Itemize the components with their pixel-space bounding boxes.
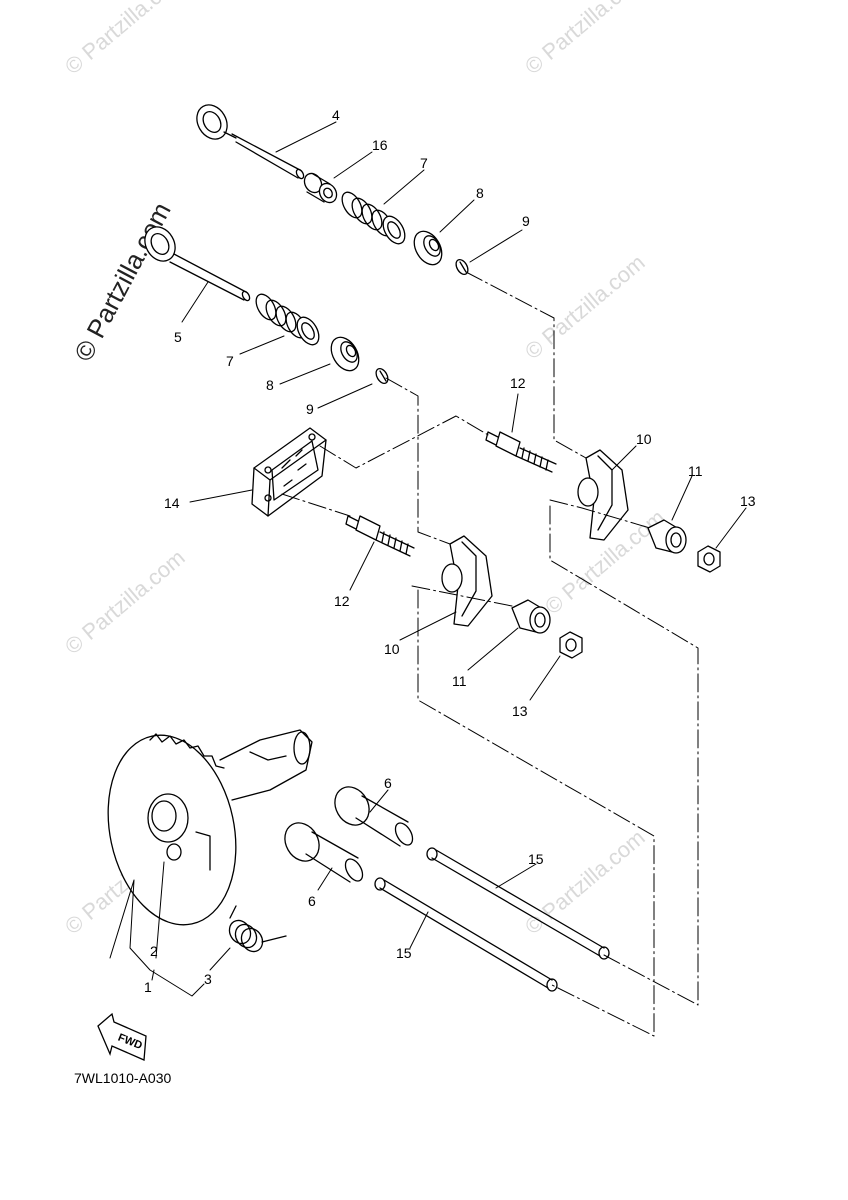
- callout-9: 9: [522, 213, 530, 229]
- valve-spring-7: [341, 191, 406, 245]
- callout-2: 2: [150, 943, 158, 959]
- callout-8: 8: [266, 377, 274, 393]
- lifter-6: [284, 822, 364, 883]
- callout-3: 3: [204, 971, 212, 987]
- alignment-lines: [281, 271, 699, 1037]
- rocker-arm-10: [441, 535, 493, 627]
- callout-13: 13: [512, 703, 528, 719]
- diagram-code: 7WL1010-A030: [74, 1070, 172, 1086]
- lifter-6: [334, 786, 414, 847]
- callout-11: 11: [688, 463, 703, 479]
- callout-6: 6: [384, 775, 392, 791]
- callout-7: 7: [420, 155, 428, 171]
- spring-retainer-8: [330, 336, 360, 372]
- rocker-plate-14: [251, 427, 327, 517]
- camshaft-1: [107, 729, 313, 926]
- callout-7: 7: [226, 353, 234, 369]
- callout-1: 1: [144, 979, 152, 995]
- callout-16: 16: [372, 137, 388, 153]
- callout-10: 10: [384, 641, 400, 657]
- callout-10: 10: [636, 431, 652, 447]
- valve-cotter-9: [455, 258, 469, 276]
- callout-15: 15: [528, 851, 544, 867]
- rocker-arm-10: [577, 449, 629, 541]
- fwd-arrow-icon: [97, 1012, 147, 1061]
- valve-5: [144, 226, 251, 302]
- rocker-shaft-12: [485, 431, 557, 473]
- pin-2: [166, 843, 182, 861]
- callout-6: 6: [308, 893, 316, 909]
- push-rod-15: [426, 847, 610, 960]
- valve-cotter-9: [375, 367, 389, 385]
- torsion-spring-3: [228, 905, 287, 953]
- callout-14: 14: [164, 495, 180, 511]
- adjuster-11: [647, 519, 687, 554]
- callout-15: 15: [396, 945, 412, 961]
- nut-13: [559, 631, 583, 659]
- callout-9: 9: [306, 401, 314, 417]
- spring-retainer-8: [413, 230, 443, 266]
- callout-5: 5: [174, 329, 182, 345]
- nut-13: [697, 545, 721, 573]
- callout-13: 13: [740, 493, 756, 509]
- push-rod-15: [374, 877, 558, 992]
- callout-12: 12: [510, 375, 526, 391]
- callout-12: 12: [334, 593, 350, 609]
- callout-4: 4: [332, 107, 340, 123]
- leader-lines: [109, 121, 747, 997]
- callout-11: 11: [452, 673, 467, 689]
- rocker-shaft-12: [345, 515, 415, 557]
- valve-4: [196, 104, 305, 180]
- callout-8: 8: [476, 185, 484, 201]
- valve-seal-16: [303, 172, 338, 204]
- adjuster-11: [511, 599, 551, 634]
- valve-spring-7: [255, 293, 320, 346]
